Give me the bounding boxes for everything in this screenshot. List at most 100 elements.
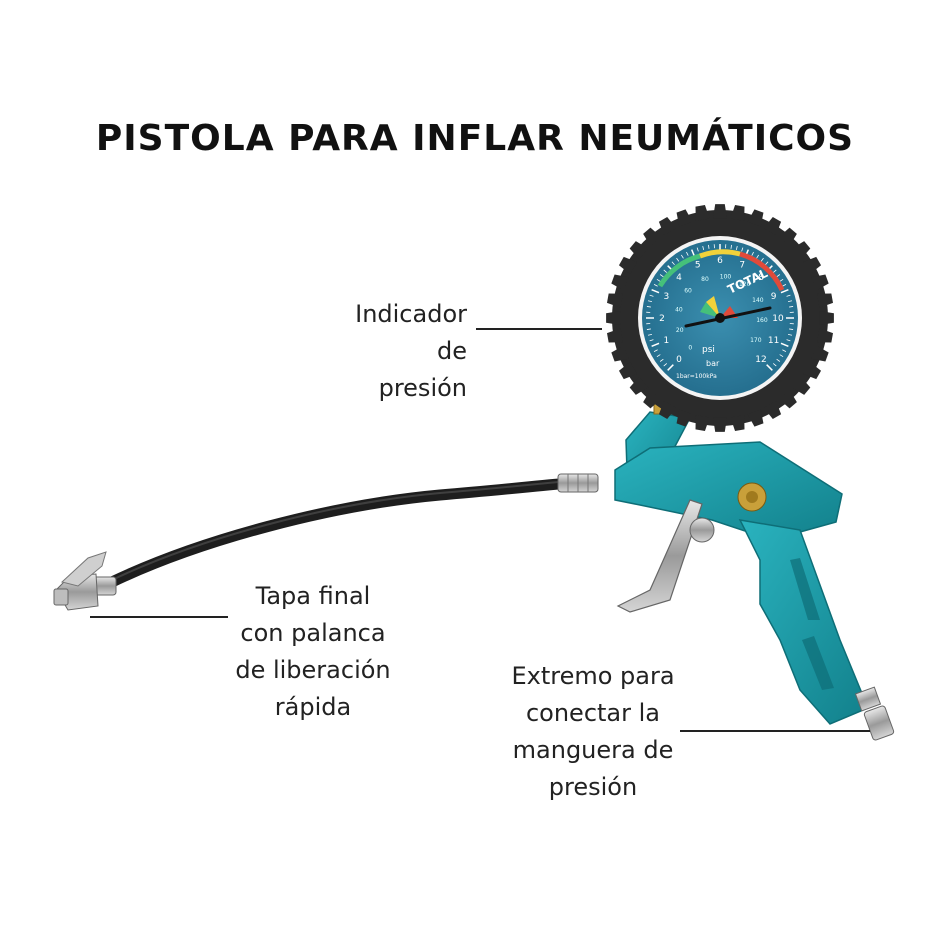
gauge-tick [663, 269, 668, 273]
leader-line-connector [680, 730, 870, 732]
gauge-psi-tick-label: 140 [752, 297, 764, 304]
gauge-tick [789, 306, 794, 308]
gauge-tick [779, 354, 784, 358]
boot-tooth [713, 204, 727, 219]
boot-tooth [606, 311, 621, 325]
gauge-tick [680, 254, 684, 259]
boot-tooth [643, 227, 662, 247]
gauge-bar-tick-label: 3 [664, 292, 670, 302]
gauge-tick [686, 251, 689, 256]
gauge-tick [772, 363, 777, 367]
gauge-needle [684, 306, 772, 328]
gauge-psi-tick-label: 60 [684, 288, 692, 295]
gauge-tick [782, 284, 787, 287]
gauge-bar-tick-label: 4 [676, 273, 682, 283]
boot-tooth [730, 204, 745, 221]
gauge-tick [730, 244, 732, 249]
boot-tooth [778, 227, 797, 247]
boot-tooth [618, 256, 638, 275]
gauge-tick [653, 284, 658, 287]
gauge-psi-tick-label: 20 [676, 327, 684, 334]
gun-body [614, 393, 895, 741]
gauge-tick [708, 244, 710, 249]
gauge-tick [786, 339, 791, 342]
boot-tooth [643, 389, 662, 409]
gauge-tick [779, 278, 784, 282]
label-connector: Extremo para conectar la manguera de pre… [511, 662, 675, 801]
gauge-tick [646, 306, 651, 308]
gauge-tick [741, 247, 744, 252]
gauge-bar-tick-label: 1 [664, 336, 670, 346]
boot-tooth [629, 241, 649, 260]
gauge-tick [786, 294, 791, 297]
gauge-tick [653, 349, 658, 352]
gauge-bar-tick-label: 10 [772, 314, 784, 324]
gauge-tick [782, 349, 787, 352]
gauge-bar-tick-label: 2 [659, 314, 665, 324]
gauge-tick [647, 300, 653, 303]
boot-tooth [611, 345, 629, 362]
boot-tooth [763, 400, 782, 420]
boot-tooth [730, 415, 745, 432]
gauge-tick [776, 274, 781, 278]
gauge-bar-tick-label: 12 [755, 355, 766, 365]
gauge-bar-tick-label: 5 [695, 260, 701, 270]
leader-line-end-cap [90, 616, 228, 618]
gauge-bar-tick-label: 7 [739, 260, 745, 270]
gauge-psi-tick-label: 80 [701, 276, 709, 283]
gauge-note: 1bar=100kPa [676, 373, 717, 380]
boot-tooth [676, 209, 693, 227]
gauge-tick [760, 257, 764, 262]
gauge-tick [676, 257, 680, 262]
gauge-bar-tick-label: 8 [758, 273, 764, 283]
boot-tooth [606, 328, 623, 343]
gauge-tick [646, 328, 651, 330]
gauge-tick [651, 288, 660, 294]
boot-tooth [606, 293, 623, 308]
gauge-tick [780, 288, 789, 294]
gauge-bar-tick-label: 11 [768, 336, 779, 346]
gauge-tick [780, 342, 789, 348]
gauge-tick [651, 342, 660, 348]
boot-tooth [811, 345, 829, 362]
gauge-tick [659, 274, 664, 278]
boot-tooth [629, 376, 649, 395]
gauge-psi-tick-label: 170 [750, 337, 762, 344]
leader-line-gauge [476, 328, 602, 330]
gauge-bar-label: bar [706, 359, 720, 368]
gauge-psi-tick-label: 160 [756, 317, 768, 324]
boot-tooth [819, 311, 834, 325]
gauge-tick [751, 251, 754, 256]
gauge-tick [649, 339, 654, 342]
hose-fitting [557, 473, 599, 493]
gauge-psi-tick-label: 40 [675, 306, 683, 313]
boot-tooth [747, 409, 764, 427]
gauge-tick [649, 294, 654, 297]
boot-tooth [811, 274, 829, 291]
gauge-tick [656, 354, 661, 358]
air-hose [106, 477, 576, 588]
boot-tooth [791, 376, 811, 395]
gauge-tick [787, 300, 793, 303]
gauge-tick [702, 245, 705, 251]
gauge-tick [659, 358, 664, 362]
boot-tooth [817, 293, 834, 308]
boot-tooth [817, 328, 834, 343]
boot-tooth [611, 274, 629, 291]
boot-tooth [695, 204, 710, 221]
boot-tooth [778, 389, 797, 409]
page-title: PISTOLA PARA INFLAR NEUMÁTICOS [95, 118, 855, 159]
gauge-tick [766, 364, 773, 371]
label-end-cap: Tapa final con palanca de liberación ráp… [235, 582, 391, 721]
boot-tooth [658, 216, 677, 236]
gauge-psi-tick-label: 100 [720, 273, 732, 280]
gauge-tick [789, 328, 794, 330]
gauge-tick [696, 247, 699, 252]
boot-tooth [695, 415, 710, 432]
boot-tooth [802, 361, 822, 380]
boot-tooth [618, 361, 638, 380]
end-cap-chuck [53, 551, 117, 611]
gauge-psi-label: psi [702, 345, 715, 355]
